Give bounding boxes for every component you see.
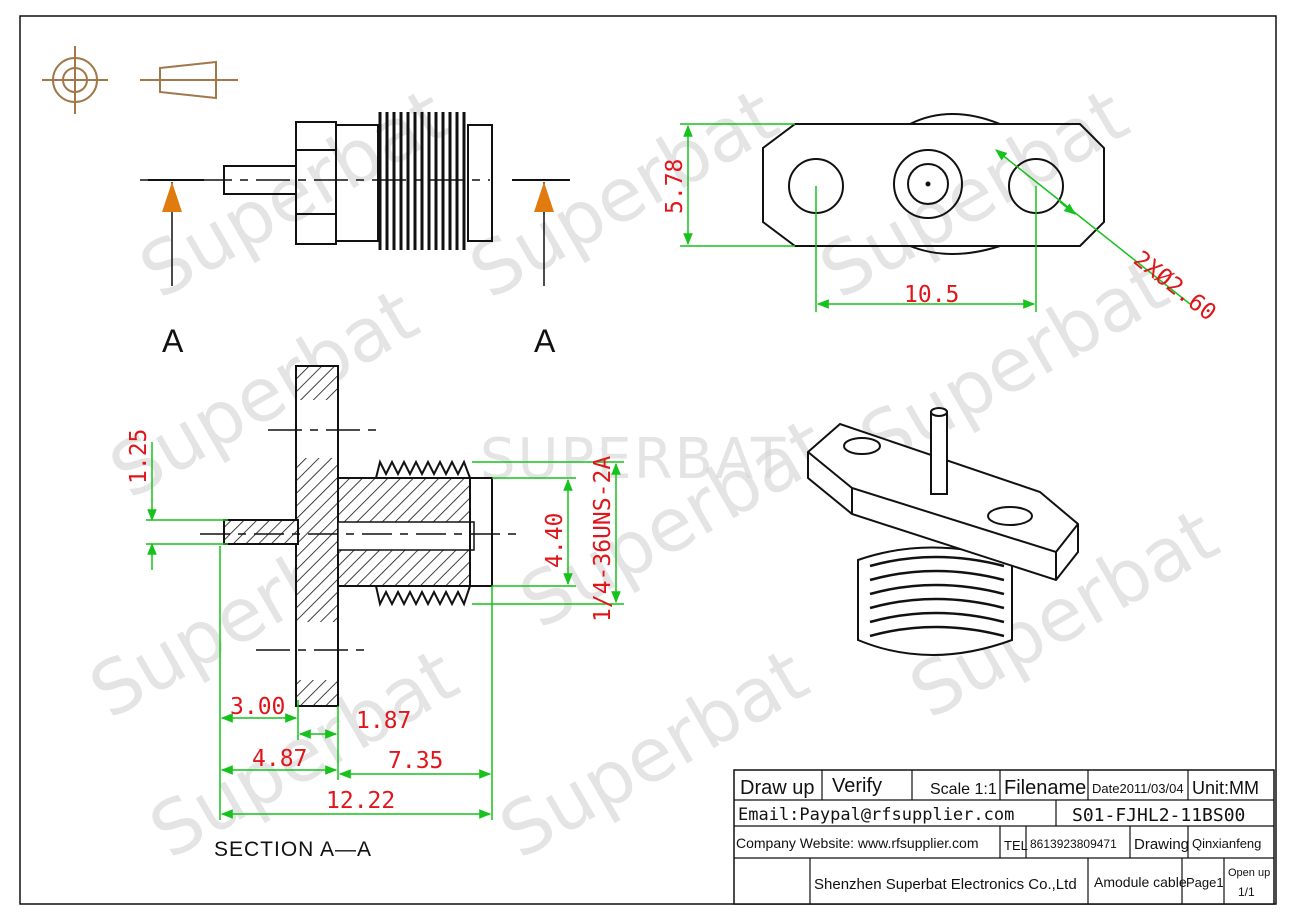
- tb-unit: Unit:MM: [1192, 778, 1259, 798]
- side-view: A A: [140, 112, 570, 359]
- dim-735: 7.35: [388, 748, 443, 774]
- dim-187: 1.87: [356, 708, 411, 734]
- section-pin: [223, 519, 299, 545]
- tb-email: Email:Paypal@rfsupplier.com: [738, 805, 1014, 825]
- tb-tel: 8613923809471: [1030, 837, 1117, 851]
- dim-300: 3.00: [230, 694, 285, 720]
- sheet-border: [19, 15, 1277, 905]
- dim-105: 10.5: [904, 282, 959, 308]
- tb-company: Shenzhen Superbat Electronics Co.,Ltd: [814, 876, 1077, 893]
- tb-drawer: Qinxianfeng: [1192, 836, 1261, 851]
- tb-date: Date2011/03/04: [1092, 781, 1184, 796]
- title-block: Draw up Verify Scale 1:1 Filename Date20…: [733, 769, 1275, 905]
- section-dimensions: 1.25 4.40 1/4-36UNS-2A 3.00 1.87 4.87 7.…: [126, 429, 624, 820]
- dim-thread: 1/4-36UNS-2A: [590, 456, 616, 622]
- dim-440: 4.40: [542, 513, 568, 568]
- dim-1222: 12.22: [326, 788, 395, 814]
- watermark-center: SUPERBAT: [480, 427, 787, 492]
- tb-product: Amodule cable: [1094, 874, 1187, 890]
- isometric-view: [807, 407, 1079, 656]
- projection-symbol-icon: [42, 46, 238, 114]
- section-arrow-icon: [534, 182, 554, 212]
- watermark: Superbat Superbat Superbat Superbat Supe…: [76, 72, 1232, 876]
- section-caption: SECTION A—A: [214, 838, 372, 861]
- tb-open-up: Open up: [1228, 867, 1270, 879]
- section-view: SECTION A—A: [200, 365, 520, 861]
- dim-487: 4.87: [252, 746, 307, 772]
- tb-filename: Filename: [1004, 777, 1086, 799]
- tb-scale: Scale 1:1: [930, 781, 997, 798]
- watermark-text: Superbat: [456, 72, 792, 316]
- tb-website: Company Website: www.rfsupplier.com: [736, 835, 979, 851]
- section-label-right: A: [534, 323, 556, 359]
- section-arrow-icon: [162, 182, 182, 212]
- tb-draw-up: Draw up: [740, 777, 814, 799]
- tb-part-no: S01-FJHL2-11BS00: [1072, 805, 1245, 826]
- tb-verify: Verify: [832, 775, 882, 797]
- tb-page: Page1: [1186, 875, 1224, 890]
- dim-578: 5.78: [662, 159, 688, 214]
- tb-sheets: 1/1: [1238, 885, 1255, 899]
- tb-tel-label: TEL: [1004, 838, 1028, 853]
- tb-drawing: Drawing: [1134, 836, 1189, 853]
- flange-outline: [762, 123, 1105, 247]
- side-thread: [378, 112, 466, 250]
- section-label-left: A: [162, 323, 184, 359]
- dim-125: 1.25: [126, 429, 152, 484]
